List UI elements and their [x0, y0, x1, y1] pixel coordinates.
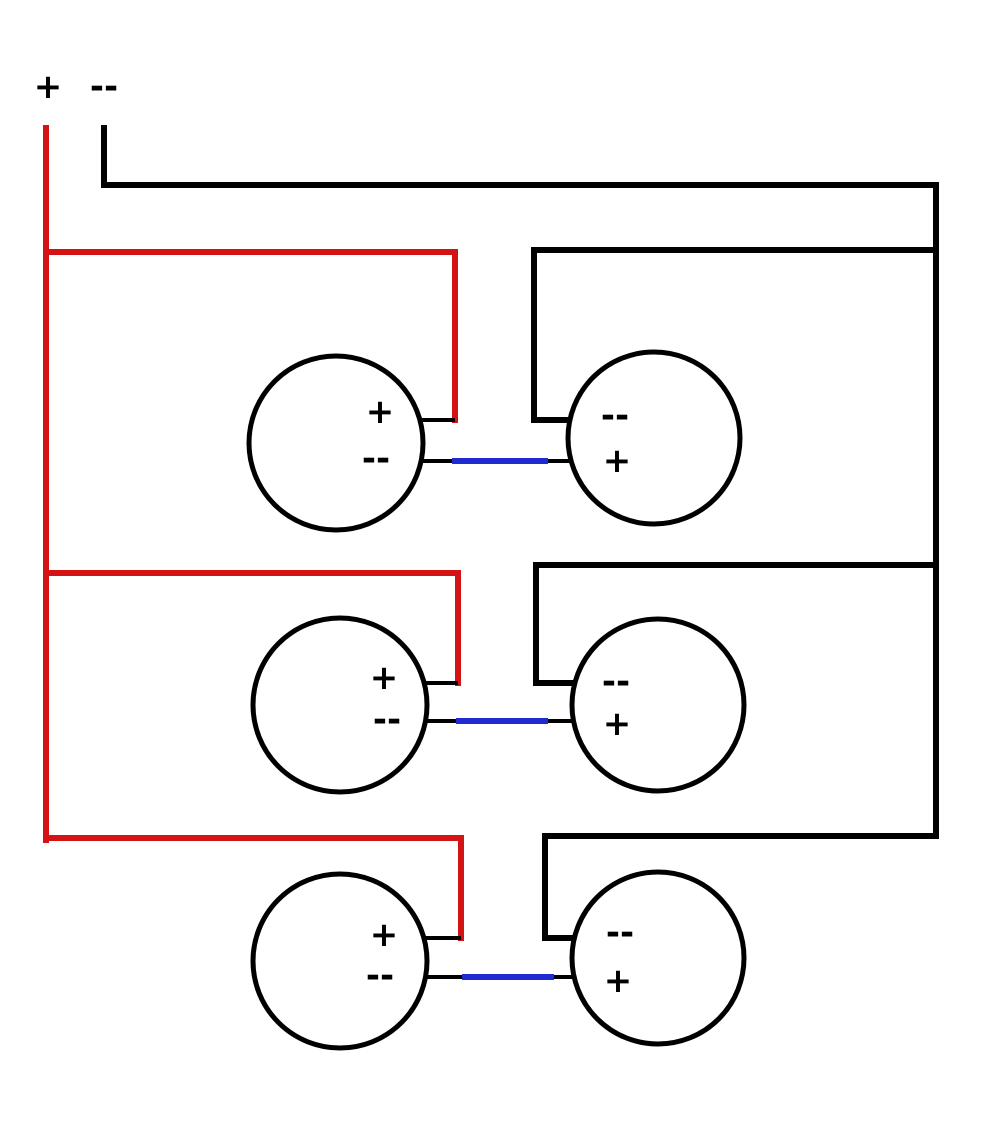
- source-negative-label: --: [90, 67, 118, 107]
- negative-main-wire: [101, 125, 939, 839]
- speaker-left-1-top-terminal: +: [366, 392, 395, 432]
- speaker-left-2-top-terminal: +: [370, 658, 399, 698]
- speaker-right-1-top-terminal: --: [601, 396, 629, 436]
- negative-branch-3: [542, 833, 939, 941]
- speaker-right-1-bottom-terminal: +: [603, 441, 632, 481]
- speaker-right-3-bottom-terminal: +: [604, 961, 633, 1001]
- speaker-right-3: [569, 869, 747, 1047]
- speaker-right-2-top-terminal: --: [602, 662, 630, 702]
- negative-wiring: [101, 125, 939, 941]
- speaker-right-2-bottom-terminal: +: [603, 704, 632, 744]
- speaker-left-1: [246, 353, 426, 533]
- positive-branch-3: [43, 835, 464, 941]
- source-positive-label: +: [34, 67, 63, 107]
- positive-branch-2: [43, 570, 461, 686]
- negative-branch-1: [531, 247, 939, 423]
- positive-branch-1: [43, 249, 458, 423]
- speaker-left-3: [250, 871, 430, 1051]
- speaker-right-1: [565, 349, 743, 527]
- negative-branch-2: [533, 562, 939, 686]
- speaker-right-3-top-terminal: --: [606, 913, 634, 953]
- speaker-left-3-bottom-terminal: --: [366, 956, 394, 996]
- speaker-right-2: [569, 616, 747, 794]
- positive-wiring: [43, 125, 464, 941]
- speaker-left-2: [250, 615, 430, 795]
- speaker-left-2-bottom-terminal: --: [373, 700, 401, 740]
- speaker-left-3-top-terminal: +: [370, 915, 399, 955]
- speaker-left-1-bottom-terminal: --: [362, 439, 390, 479]
